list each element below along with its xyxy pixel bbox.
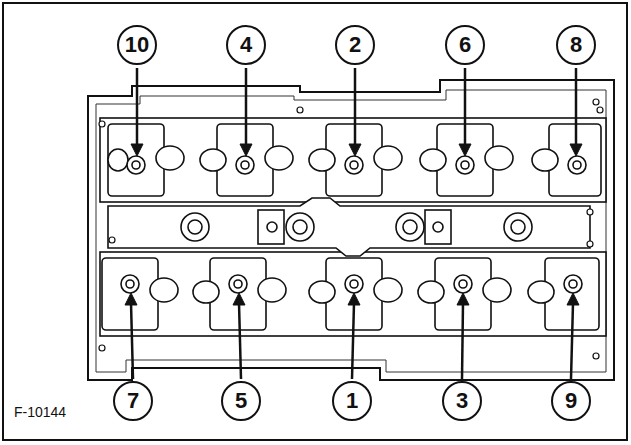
callout-circle: 4 xyxy=(226,25,266,65)
callout-circle: 8 xyxy=(556,25,596,65)
callout-circle: 3 xyxy=(442,381,482,421)
callout-number: 2 xyxy=(349,34,361,56)
callout-number: 6 xyxy=(459,34,471,56)
callout-number: 7 xyxy=(127,390,139,412)
callout-circle: 1 xyxy=(332,381,372,421)
callout-number: 4 xyxy=(240,34,252,56)
callout-number: 10 xyxy=(125,34,149,56)
callout-number: 1 xyxy=(346,390,358,412)
callout-number: 5 xyxy=(235,390,247,412)
figure-code: F-10144 xyxy=(14,404,66,420)
callout-circle: 7 xyxy=(113,381,153,421)
callout-number: 3 xyxy=(456,390,468,412)
callout-circle: 2 xyxy=(335,25,375,65)
callout-circle: 9 xyxy=(551,381,591,421)
callout-circle: 10 xyxy=(117,25,157,65)
callout-number: 9 xyxy=(565,390,577,412)
callout-number: 8 xyxy=(570,34,582,56)
callout-circle: 5 xyxy=(221,381,261,421)
callout-circle: 6 xyxy=(445,25,485,65)
